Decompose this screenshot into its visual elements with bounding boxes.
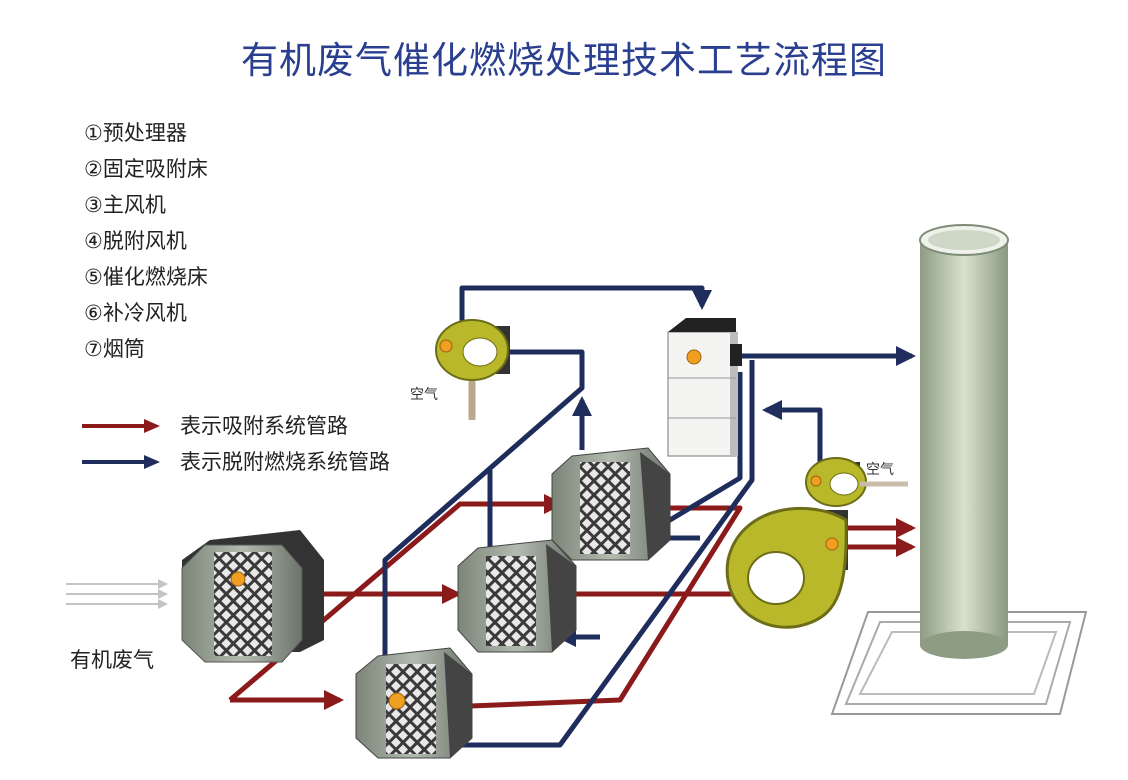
air-label-cooling-fan: 空气 xyxy=(866,462,894,478)
catalytic-bed-icon xyxy=(667,318,742,457)
chimney-icon xyxy=(919,224,1009,659)
adsorption-bed-middle-icon xyxy=(457,539,577,653)
main-fan-icon xyxy=(725,506,848,629)
pipe-legend-adsorption-label: 表示吸附系统管路 xyxy=(180,414,348,438)
adsorption-bed-top-icon xyxy=(551,447,671,561)
inlet-arrows xyxy=(66,579,168,609)
pretreater-icon xyxy=(181,530,324,663)
legend-item-catalytic-bed: ⑤催化燃烧床 xyxy=(84,265,208,289)
adsorption-bed-bottom-icon xyxy=(355,647,473,759)
desorption-fan-icon xyxy=(435,319,510,381)
legend-item-pretreater: ①预处理器 xyxy=(84,121,187,145)
cooling-fan-icon xyxy=(805,457,908,507)
legend-item-desorption-fan: ④脱附风机 xyxy=(84,229,187,253)
legend-item-stack: ⑦烟筒 xyxy=(84,337,145,361)
waste-gas-inlet-label: 有机废气 xyxy=(70,648,154,672)
red-arrow-icon xyxy=(82,419,160,433)
legend-item-main-fan: ③主风机 xyxy=(84,193,166,217)
legend-item-cooling-fan: ⑥补冷风机 xyxy=(84,301,187,325)
legend-item-fixed-bed: ②固定吸附床 xyxy=(84,157,208,181)
pipe-legend-desorption-label: 表示脱附燃烧系统管路 xyxy=(180,450,390,474)
blue-arrow-icon xyxy=(82,455,160,469)
air-label-desorption-fan: 空气 xyxy=(410,387,438,403)
page-title: 有机废气催化燃烧处理技术工艺流程图 xyxy=(241,39,887,82)
equipment-legend: ①预处理器 ②固定吸附床 ③主风机 ④脱附风机 ⑤催化燃烧床 ⑥补冷风机 ⑦烟筒 xyxy=(84,118,208,370)
desorption-pipes xyxy=(382,285,916,748)
